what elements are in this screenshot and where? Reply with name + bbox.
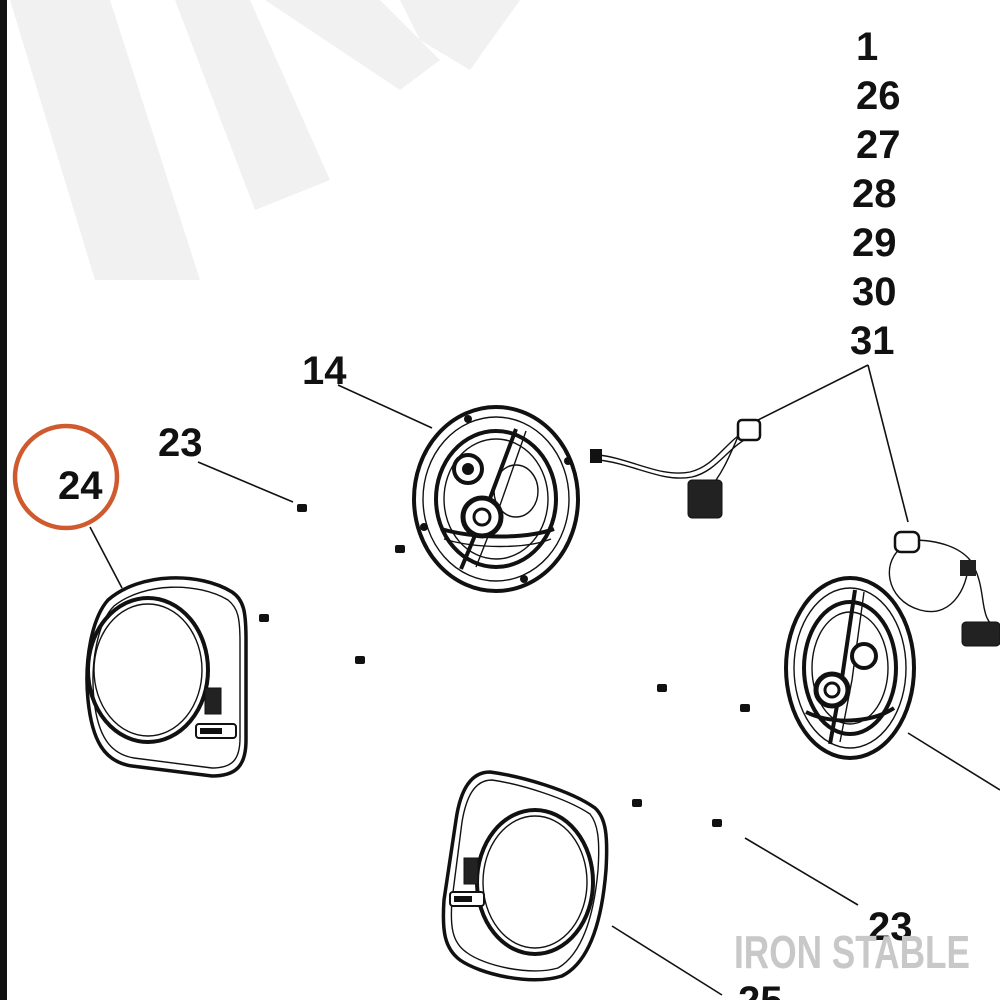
- watermark-letters: [10, 0, 520, 280]
- callout-stack-item: 29: [852, 221, 897, 265]
- callout-14: 14: [302, 349, 347, 393]
- callout-25: 25: [738, 979, 783, 1000]
- callout-stack-item: 26: [856, 74, 901, 118]
- screw: [297, 504, 307, 512]
- speaker-cover-25: [441, 770, 609, 982]
- speaker-14: [412, 405, 580, 593]
- screw: [740, 704, 750, 712]
- screw: [395, 545, 405, 553]
- callout-stack-item: 28: [852, 172, 897, 216]
- screw: [712, 819, 722, 827]
- leader-lines: [89, 364, 1000, 996]
- callout-stack-item: 30: [852, 270, 897, 314]
- screws: [259, 504, 750, 827]
- callout-stack-item: 1: [856, 25, 878, 69]
- screw: [355, 656, 365, 664]
- screw: [259, 614, 269, 622]
- callout-23-bottom: 23: [868, 905, 913, 949]
- left-edge-bar: [0, 0, 7, 1000]
- screw: [632, 799, 642, 807]
- screw: [657, 684, 667, 692]
- wire-harness-right: [888, 530, 1000, 647]
- callout-stack-item: 27: [856, 123, 901, 167]
- callout-24: 24: [58, 464, 103, 508]
- wire-harness-upper: [590, 418, 762, 519]
- speaker-cover-24: [85, 576, 248, 778]
- brand-label: IRON STABLE: [734, 926, 970, 978]
- highlight-circle: [12, 423, 120, 531]
- speaker-right: [784, 576, 916, 760]
- callout-stack: 1 26 27 28 29 30 31: [850, 25, 901, 363]
- callout-23-top: 23: [158, 421, 203, 465]
- callout-stack-item: 31: [850, 319, 895, 363]
